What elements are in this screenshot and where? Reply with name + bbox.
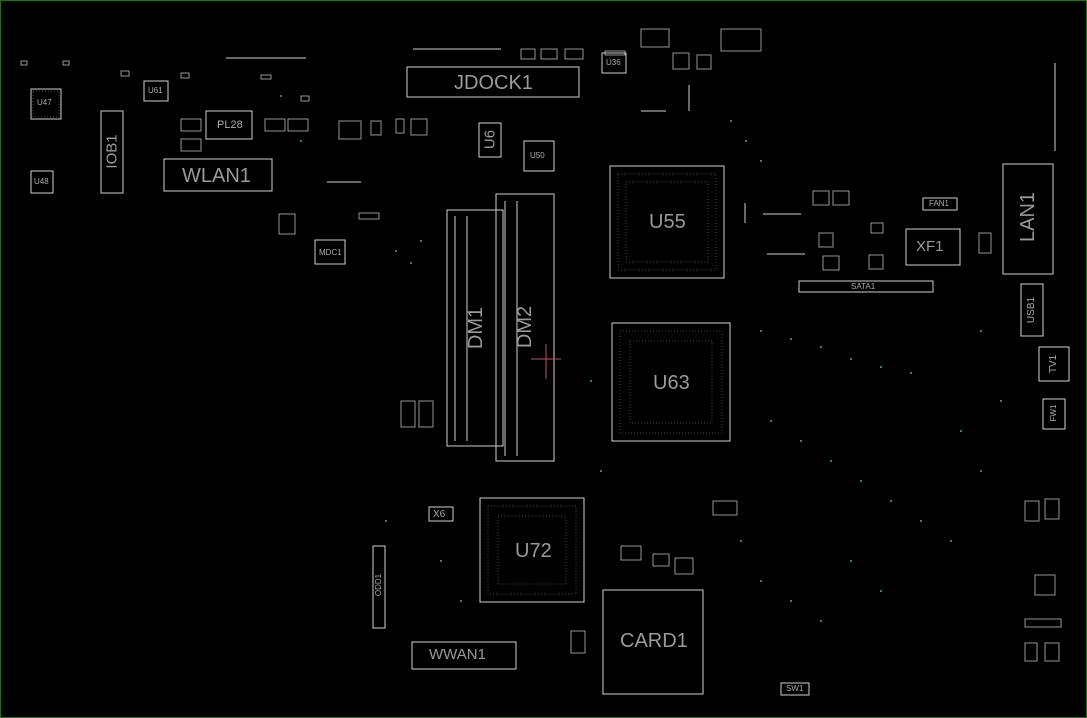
- u36-outline: [601, 52, 627, 74]
- u6-outline: [478, 122, 502, 158]
- u50-outline: [523, 140, 555, 172]
- u6-label[interactable]: U6: [481, 129, 499, 150]
- mdc1-label[interactable]: MDC1: [319, 248, 342, 257]
- jdock1-label[interactable]: JDOCK1: [454, 72, 533, 94]
- sw1-outline: [780, 682, 810, 696]
- tv1-outline: [1038, 346, 1070, 382]
- card1-label[interactable]: CARD1: [620, 630, 688, 652]
- odd1-outline: [372, 545, 386, 629]
- mdc1-outline: [314, 239, 346, 265]
- u48-label[interactable]: U48: [34, 177, 49, 186]
- wwan1-label[interactable]: WWAN1: [429, 646, 486, 663]
- xf1-label[interactable]: XF1: [916, 238, 944, 255]
- u47-label[interactable]: U47: [37, 98, 52, 107]
- iob1-outline: [100, 110, 124, 194]
- u61-label[interactable]: U61: [148, 86, 163, 95]
- dm1-label[interactable]: DM1: [465, 306, 487, 350]
- wlan1-outline: [163, 158, 273, 192]
- u63-outline: [611, 322, 731, 442]
- dm2-label[interactable]: DM2: [514, 305, 536, 349]
- u36-label[interactable]: U36: [606, 58, 621, 67]
- u50-label[interactable]: U50: [530, 151, 545, 160]
- wlan1-label[interactable]: WLAN1: [182, 165, 251, 187]
- dm1-outline: [446, 209, 504, 447]
- probe-marker: [531, 344, 561, 379]
- x6-outline: [428, 506, 454, 522]
- jdock1-outline: [406, 66, 580, 98]
- sata1-outline: [798, 280, 934, 293]
- pl28-outline: [205, 110, 253, 140]
- xf1-outline: [905, 228, 961, 266]
- iob1-label[interactable]: IOB1: [103, 134, 121, 169]
- odd1-label[interactable]: ODD1: [374, 573, 383, 597]
- sata1-label[interactable]: SATA1: [851, 282, 876, 291]
- u55-outline: [609, 165, 725, 279]
- pl28-label[interactable]: PL28: [217, 119, 243, 131]
- lan1-label[interactable]: LAN1: [1017, 191, 1039, 243]
- usb1-label[interactable]: USB1: [1026, 296, 1037, 324]
- u55-label[interactable]: U55: [649, 211, 686, 233]
- u72-outline: [479, 497, 585, 603]
- fan1-outline: [922, 197, 958, 211]
- usb1-outline: [1020, 283, 1044, 337]
- tv1-label[interactable]: TV1: [1048, 354, 1059, 374]
- sw1-label[interactable]: SW1: [786, 684, 804, 693]
- u61-outline: [143, 80, 169, 102]
- fw1-label[interactable]: FW1: [1049, 404, 1058, 422]
- card1-outline: [602, 589, 704, 695]
- fw1-outline: [1042, 398, 1066, 430]
- u63-label[interactable]: U63: [653, 372, 690, 394]
- lan1-outline: [1002, 163, 1054, 275]
- u48-outline: [30, 170, 54, 194]
- dm2-outline: [495, 193, 555, 462]
- u47-outline: [30, 88, 62, 120]
- wwan1-outline: [411, 641, 517, 670]
- u72-label[interactable]: U72: [515, 540, 552, 562]
- fan1-label[interactable]: FAN1: [929, 199, 950, 208]
- x6-label[interactable]: X6: [433, 509, 446, 520]
